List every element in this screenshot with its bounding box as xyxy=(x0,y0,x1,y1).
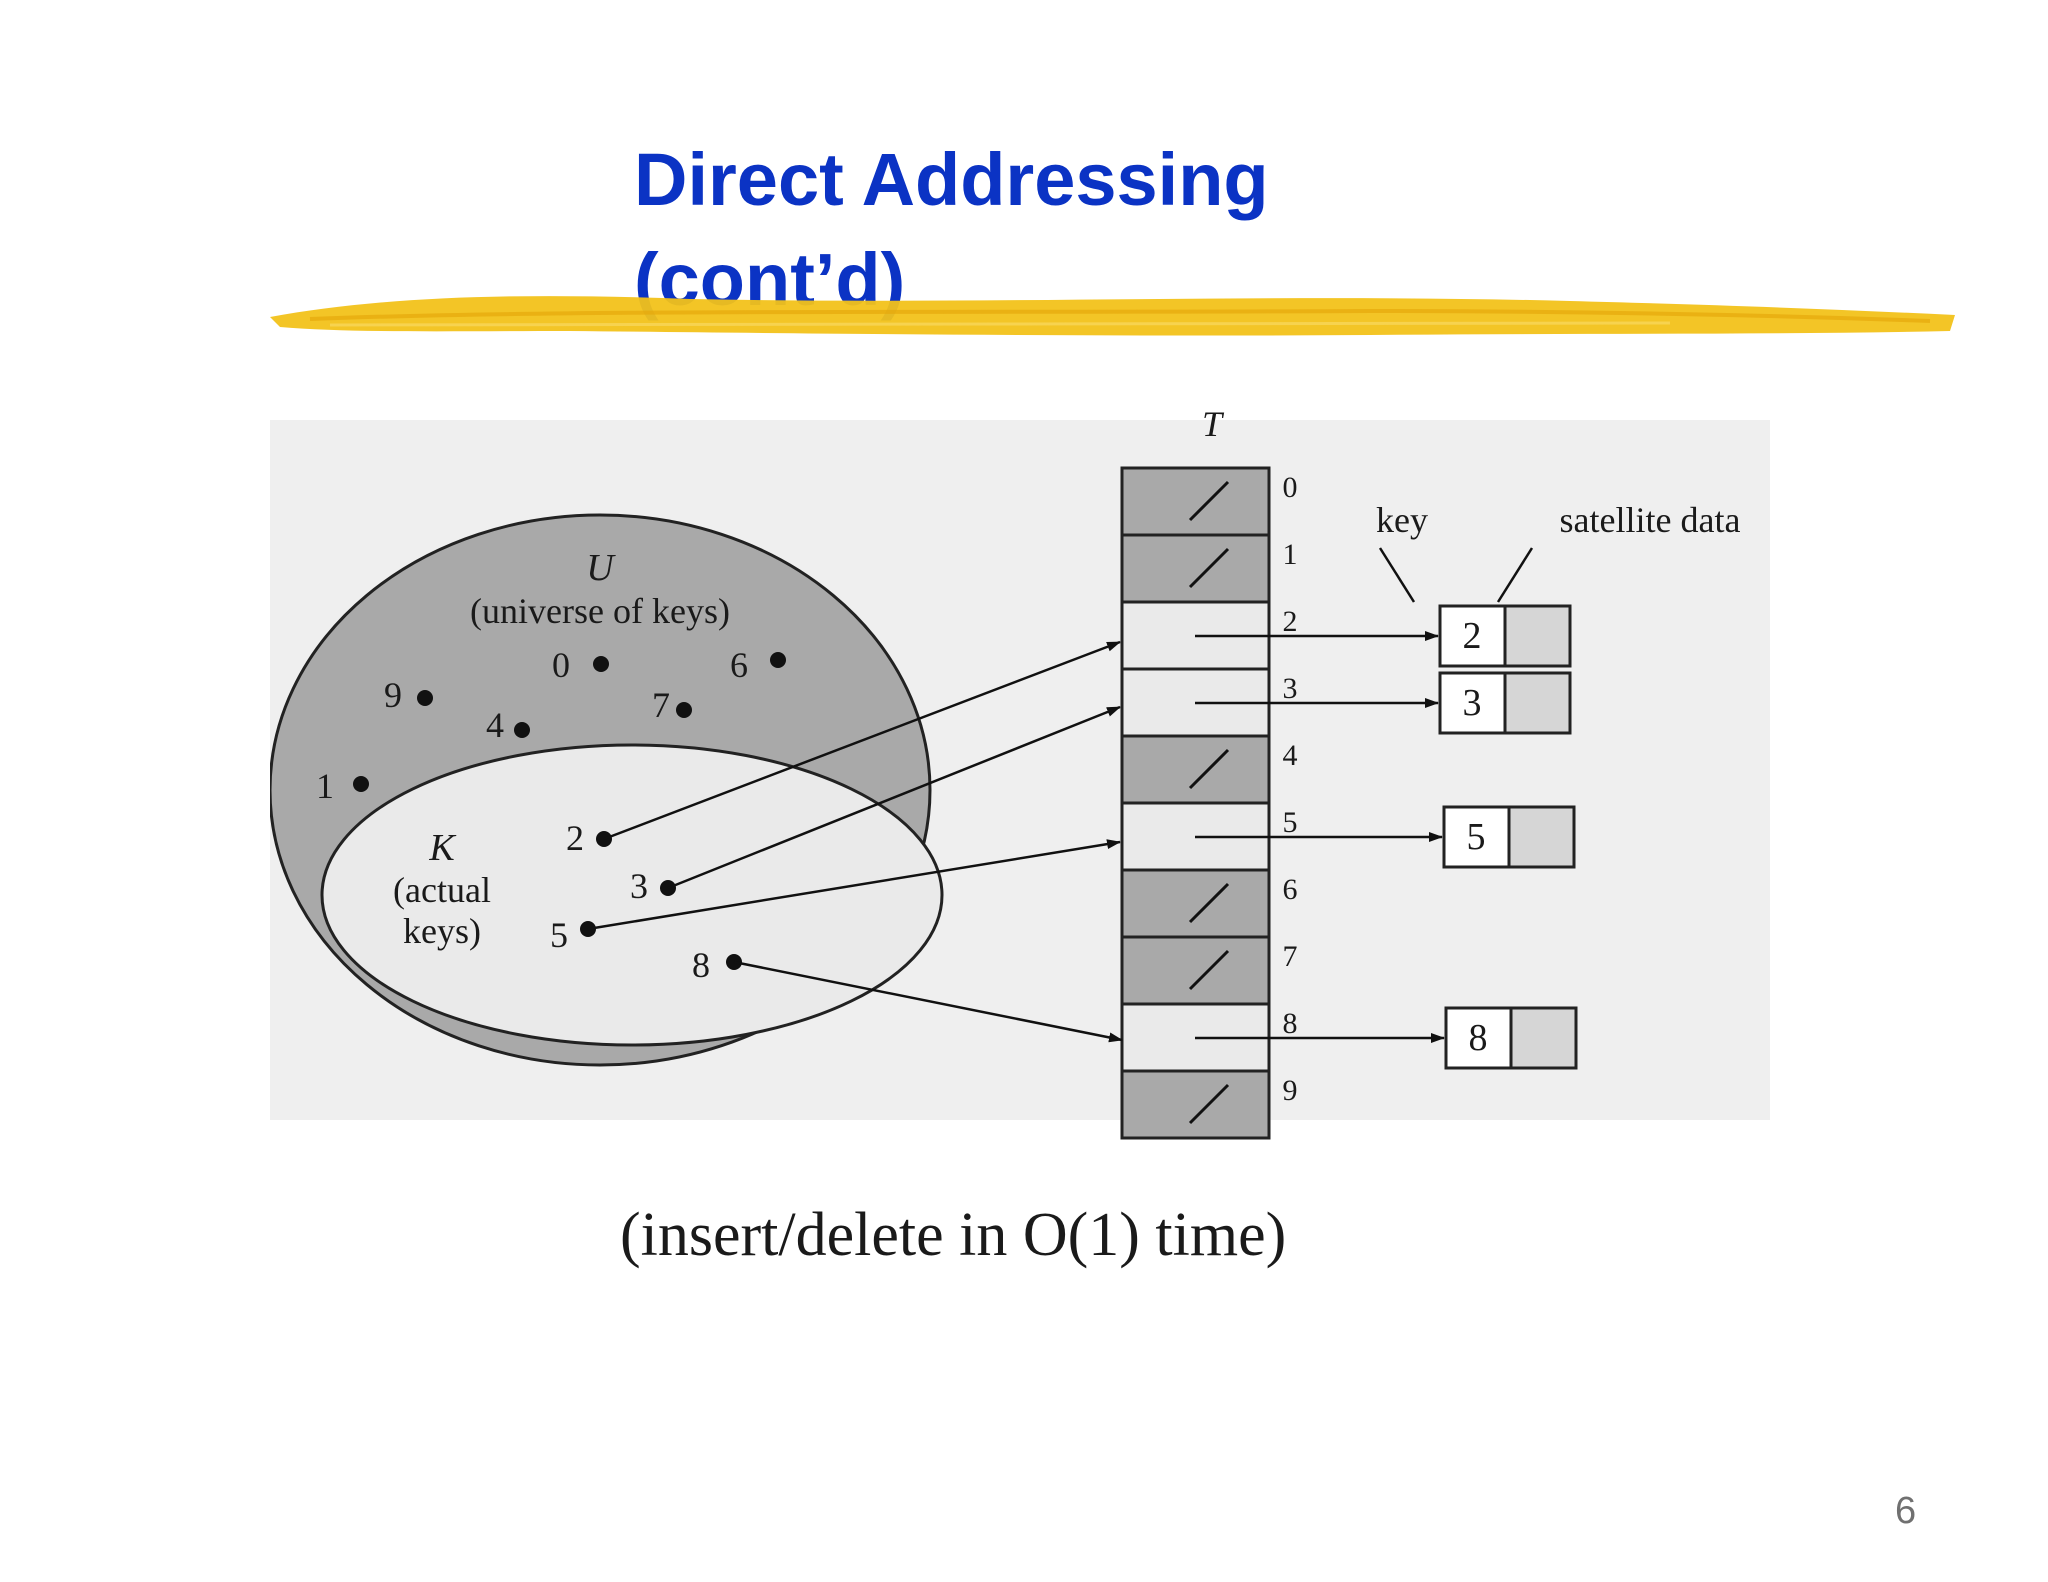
actual-symbol: K xyxy=(428,827,456,869)
element-record: 2 xyxy=(1438,604,1572,668)
title-underline-brush xyxy=(270,296,1955,336)
page-number: 6 xyxy=(1895,1490,1917,1532)
slot-index: 3 xyxy=(1283,672,1298,705)
element-key: 2 xyxy=(1463,615,1482,657)
nil-slash xyxy=(1188,480,1230,522)
element-key: 3 xyxy=(1463,682,1482,724)
universe-key-dot xyxy=(676,702,692,718)
universe-key-dot xyxy=(353,776,369,792)
slot-index: 7 xyxy=(1283,940,1298,973)
title-line-1: Direct Addressing xyxy=(634,138,1269,221)
satellite-pointer-line xyxy=(1496,547,1534,603)
direct-address-diagram: U (universe of keys) K (actual keys) 0 6… xyxy=(270,404,1770,1140)
key-to-slot-arrow xyxy=(733,960,1123,1043)
universe-symbol: U xyxy=(586,547,616,589)
actual-key-label: 5 xyxy=(550,915,568,955)
universe-key-label: 1 xyxy=(316,766,334,806)
universe-key-label: 7 xyxy=(652,685,670,725)
universe-key-dot xyxy=(593,656,609,672)
slot-index: 0 xyxy=(1283,471,1298,504)
actual-key-label: 2 xyxy=(566,818,584,858)
key-to-slot-arrow xyxy=(587,839,1121,931)
nil-slash xyxy=(1188,748,1230,790)
universe-key-dot xyxy=(770,652,786,668)
universe-key-dot xyxy=(417,690,433,706)
slot-index: 9 xyxy=(1283,1074,1298,1107)
table-slot xyxy=(1120,935,1271,1006)
actual-keys-set xyxy=(320,743,944,1047)
slot-index: 2 xyxy=(1283,605,1298,638)
table-slot xyxy=(1120,734,1271,805)
universe-key-label: 6 xyxy=(730,645,748,685)
key-to-slot-arrow xyxy=(667,705,1121,890)
nil-slash xyxy=(1188,1083,1230,1125)
slot-index: 8 xyxy=(1283,1007,1298,1040)
slot-index: 5 xyxy=(1283,806,1298,839)
actual-caption-line2: keys) xyxy=(403,911,481,951)
slot-index: 1 xyxy=(1283,538,1298,571)
universe-caption: (universe of keys) xyxy=(470,591,730,631)
slot-index: 4 xyxy=(1283,739,1298,772)
universe-key-dot xyxy=(514,722,530,738)
element-key: 5 xyxy=(1467,816,1486,858)
nil-slash xyxy=(1188,949,1230,991)
universe-key-label: 9 xyxy=(384,675,402,715)
element-record: 5 xyxy=(1442,805,1576,869)
actual-key-label: 3 xyxy=(630,866,648,906)
key-header: key xyxy=(1376,500,1428,540)
slide-title: Direct Addressing (cont’d) xyxy=(634,130,1534,330)
actual-key-label: 8 xyxy=(692,945,710,985)
table-slot xyxy=(1120,868,1271,939)
element-record: 8 xyxy=(1444,1006,1578,1070)
nil-slash xyxy=(1188,882,1230,924)
actual-caption-line1: (actual xyxy=(393,870,491,910)
universe-key-label: 4 xyxy=(486,705,504,745)
slide-caption: (insert/delete in O(1) time) xyxy=(620,1201,1287,1269)
table-label: T xyxy=(1202,404,1225,444)
table-slot xyxy=(1120,533,1271,604)
nil-slash xyxy=(1188,547,1230,589)
table-slot xyxy=(1120,1069,1271,1140)
key-pointer-line xyxy=(1378,547,1416,603)
element-record: 3 xyxy=(1438,671,1572,735)
table-slot xyxy=(1120,466,1271,537)
universe-key-label: 0 xyxy=(552,645,570,685)
slot-index: 6 xyxy=(1283,873,1298,906)
element-key: 8 xyxy=(1469,1017,1488,1059)
satellite-header: satellite data xyxy=(1560,500,1741,540)
key-to-slot-arrow xyxy=(603,640,1121,841)
